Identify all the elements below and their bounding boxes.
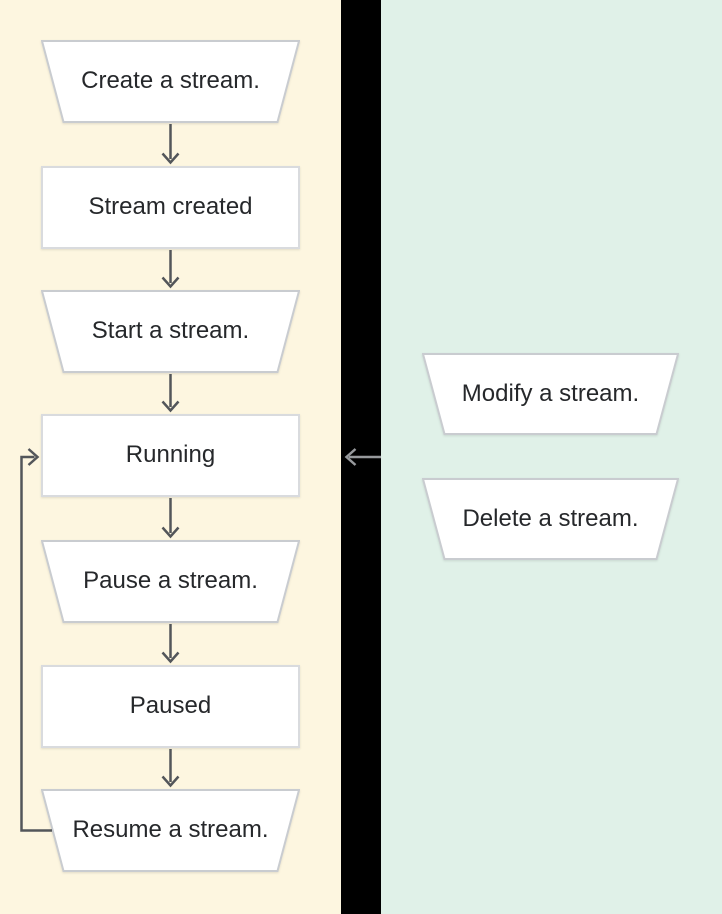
node-modify-a-stream: Modify a stream. <box>422 353 679 435</box>
trapezoid-shape <box>41 290 300 373</box>
node-label: Running <box>125 441 216 469</box>
node-pause-a-stream: Pause a stream. <box>41 540 300 623</box>
node-resume-a-stream: Resume a stream. <box>41 789 300 872</box>
node-label: Create a stream. <box>81 67 260 95</box>
node-label: Start a stream. <box>91 317 250 345</box>
actions-panel <box>381 0 722 914</box>
arrow-actions-to-running <box>344 448 381 466</box>
node-label: Pause a stream. <box>83 567 258 595</box>
node-paused: Paused <box>41 665 300 748</box>
node-label: Delete a stream. <box>462 504 639 532</box>
node-stream-created: Stream created <box>41 166 300 249</box>
node-label: Modify a stream. <box>461 379 640 407</box>
node-start-a-stream: Start a stream. <box>41 290 300 373</box>
node-label: Paused <box>129 692 212 720</box>
node-create-a-stream: Create a stream. <box>41 40 300 123</box>
trapezoid-shape <box>422 478 679 560</box>
trapezoid-shape <box>41 789 300 872</box>
trapezoid-shape <box>41 540 300 623</box>
node-delete-a-stream: Delete a stream. <box>422 478 679 560</box>
node-running: Running <box>41 414 300 497</box>
node-label: Stream created <box>88 193 253 221</box>
trapezoid-shape <box>422 353 679 435</box>
node-label: Resume a stream. <box>72 816 269 844</box>
trapezoid-shape <box>41 40 300 123</box>
